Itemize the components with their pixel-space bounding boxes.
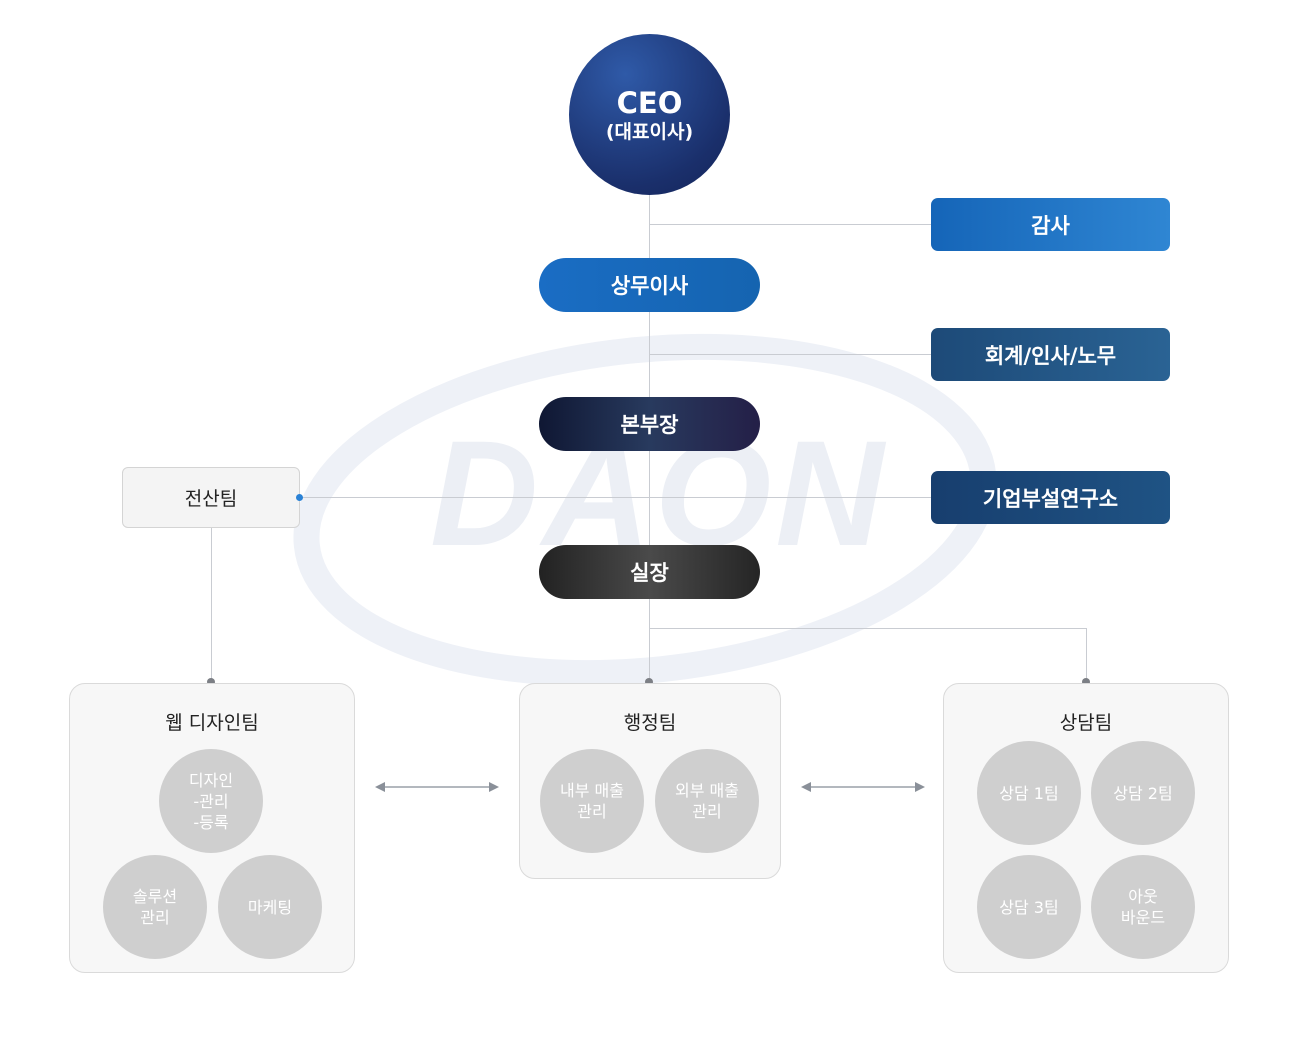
admin-consult-arrow <box>801 782 925 792</box>
web-sub-marketing-label: 마케팅 <box>247 897 293 917</box>
consult-sub-2: 상담 2팀 <box>1091 741 1195 845</box>
consult-team: 상담팀 상담 1팀 상담 2팀 상담 3팀 아웃 바운드 <box>943 683 1229 973</box>
web-design-team: 웹 디자인팀 디자인 -관리 -등록 솔루션 관리 마케팅 <box>69 683 355 973</box>
ceo-node: CEO (대표이사) <box>569 34 730 195</box>
office-head-label: 실장 <box>630 561 669 585</box>
office-head-pill: 실장 <box>539 545 760 599</box>
admin-team-title: 행정팀 <box>623 712 677 734</box>
head-label: 본부장 <box>620 413 679 437</box>
admin-team-dot <box>645 678 653 686</box>
ceo-title: CEO <box>616 85 683 120</box>
consult-sub-2-label: 상담 2팀 <box>1113 783 1173 803</box>
web-sub-design-label: 디자인 -관리 -등록 <box>188 770 234 832</box>
web-sub-solution: 솔루션 관리 <box>103 855 207 959</box>
web-sub-solution-label: 솔루션 관리 <box>132 887 178 927</box>
it-research-connector <box>300 497 932 498</box>
it-team-box: 전산팀 <box>122 467 300 528</box>
consult-sub-3-label: 상담 3팀 <box>999 897 1059 917</box>
head-pill: 본부장 <box>539 397 760 451</box>
admin-sub-external: 외부 매출 관리 <box>655 749 759 853</box>
consult-team-dot <box>1082 678 1090 686</box>
consult-sub-1: 상담 1팀 <box>977 741 1081 845</box>
consult-sub-outbound: 아웃 바운드 <box>1091 855 1195 959</box>
consult-sub-outbound-label: 아웃 바운드 <box>1120 887 1166 927</box>
audit-connector <box>650 224 932 225</box>
consult-sub-3: 상담 3팀 <box>977 855 1081 959</box>
web-team-dot <box>207 678 215 686</box>
web-sub-design: 디자인 -관리 -등록 <box>159 749 263 853</box>
it-web-connector <box>211 527 212 682</box>
audit-box: 감사 <box>931 198 1170 251</box>
consult-branch-v <box>1086 628 1087 682</box>
admin-sub-external-label: 외부 매출 관리 <box>675 781 739 821</box>
web-team-title: 웹 디자인팀 <box>165 712 259 734</box>
it-team-connector-dot <box>296 494 303 501</box>
managing-director-label: 상무이사 <box>610 274 689 298</box>
consult-branch-h <box>650 628 1086 629</box>
accounting-connector <box>650 354 932 355</box>
admin-team: 행정팀 내부 매출 관리 외부 매출 관리 <box>519 683 781 879</box>
research-label: 기업부설연구소 <box>982 486 1119 511</box>
web-sub-marketing: 마케팅 <box>218 855 322 959</box>
admin-sub-internal: 내부 매출 관리 <box>540 749 644 853</box>
it-team-label: 전산팀 <box>184 488 238 510</box>
consult-team-title: 상담팀 <box>1059 712 1113 734</box>
ceo-subtitle: (대표이사) <box>605 120 694 143</box>
consult-sub-1-label: 상담 1팀 <box>999 783 1059 803</box>
web-admin-arrow <box>375 782 499 792</box>
research-box: 기업부설연구소 <box>931 471 1170 524</box>
managing-director-pill: 상무이사 <box>539 258 760 312</box>
audit-label: 감사 <box>1031 213 1070 238</box>
accounting-label: 회계/인사/노무 <box>984 343 1117 368</box>
admin-sub-internal-label: 내부 매출 관리 <box>560 781 624 821</box>
accounting-box: 회계/인사/노무 <box>931 328 1170 381</box>
